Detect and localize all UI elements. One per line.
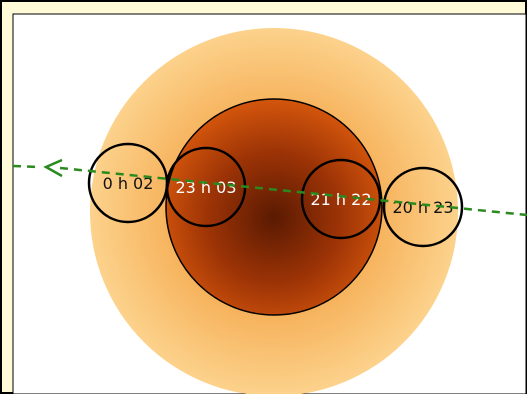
moon-time-label: 0 h 02 bbox=[103, 174, 154, 193]
umbra-shadow bbox=[165, 98, 383, 316]
moon-time-label: 20 h 23 bbox=[392, 198, 453, 217]
moon-time-label: 23 h 03 bbox=[175, 178, 236, 197]
moon-circle bbox=[382, 166, 464, 248]
arrow-left-icon bbox=[43, 158, 63, 178]
moon-path-tail bbox=[12, 164, 41, 169]
moon-time-label: 21 h 22 bbox=[310, 190, 371, 209]
moon-circle bbox=[300, 158, 382, 240]
